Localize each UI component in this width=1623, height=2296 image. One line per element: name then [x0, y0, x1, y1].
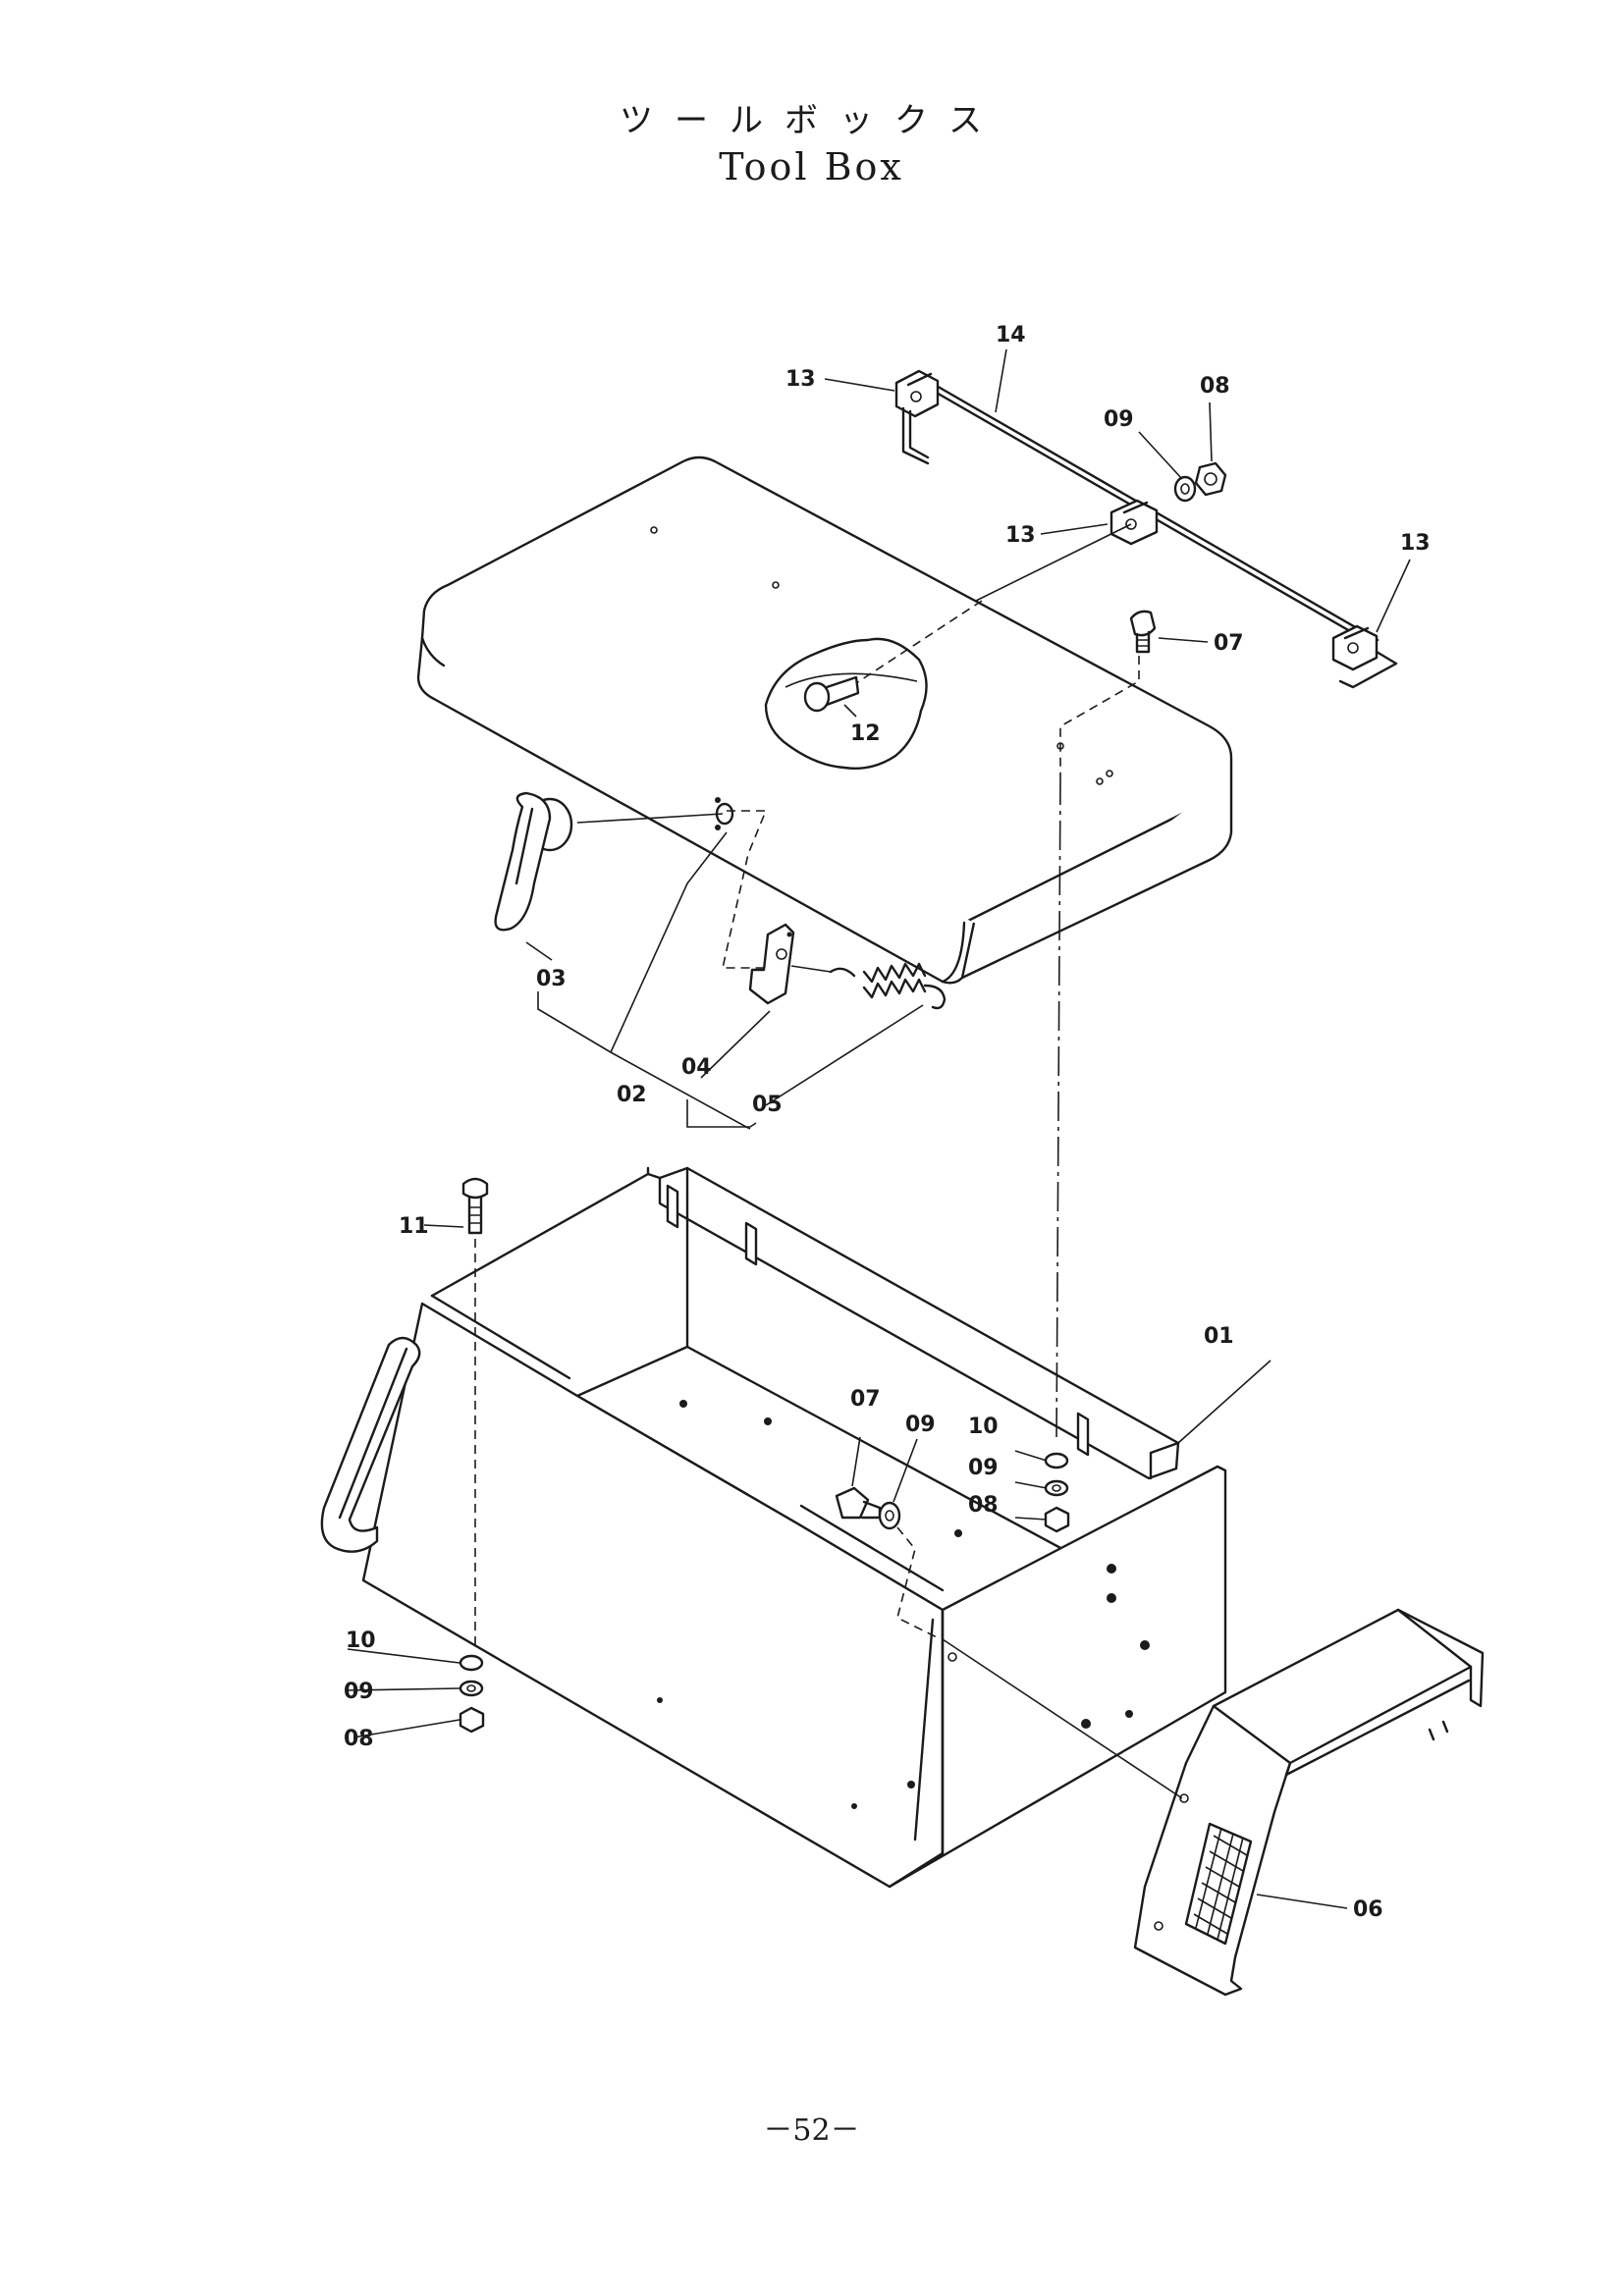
callout-09-left: 09 — [344, 1680, 374, 1704]
callout-07-box: 07 — [850, 1387, 881, 1412]
bracket-13-right — [1331, 624, 1398, 689]
callout-02: 02 — [617, 1083, 647, 1107]
leader-lines — [347, 348, 1411, 1909]
page-number: －52－ — [763, 2113, 860, 2148]
callout-06: 06 — [1353, 1897, 1383, 1922]
callout-14: 14 — [996, 323, 1026, 347]
callout-12: 12 — [850, 721, 881, 746]
callout-04: 04 — [681, 1055, 712, 1080]
callout-labels: 14 13 08 09 13 13 07 12 03 04 02 05 11 0… — [344, 323, 1431, 1922]
spring-05 — [829, 962, 947, 1010]
callout-08-left: 08 — [344, 1727, 374, 1751]
page-title-english: Tool Box — [719, 145, 904, 188]
callout-01: 01 — [1204, 1324, 1234, 1349]
bracket-13-middle — [1109, 499, 1159, 546]
cover-06 — [1133, 1608, 1485, 1997]
callout-13-middle: 13 — [1005, 523, 1036, 548]
callout-09-mid: 09 — [905, 1413, 936, 1437]
latch-plate-04 — [748, 923, 795, 1005]
fastener-stack-right — [1044, 1452, 1070, 1533]
fastener-stack-left — [459, 1654, 485, 1734]
lid-cutaway — [764, 637, 928, 770]
callout-10-right: 10 — [968, 1415, 999, 1439]
callout-11: 11 — [399, 1214, 429, 1239]
page-title-japanese: ツールボックス — [620, 101, 1003, 140]
latch-handle-03 — [494, 791, 573, 932]
bolt-11 — [461, 1177, 489, 1235]
bracket-13-top — [894, 369, 940, 465]
bolt-07-lid — [1129, 610, 1157, 654]
callout-13-top: 13 — [785, 367, 816, 392]
tool-box-lid — [416, 455, 1233, 985]
callout-10-left: 10 — [346, 1629, 376, 1653]
callout-05: 05 — [752, 1093, 783, 1117]
callout-08-rod: 08 — [1200, 374, 1230, 399]
callout-09-right: 09 — [968, 1456, 999, 1480]
lid-front-face — [416, 637, 976, 985]
tool-box-body-01 — [320, 1166, 1227, 1889]
callout-09-rod: 09 — [1104, 407, 1134, 432]
callout-08-right: 08 — [968, 1493, 999, 1518]
washer-09-box — [878, 1501, 901, 1530]
nut-08-rod — [1194, 461, 1227, 497]
callout-07-lid: 07 — [1214, 631, 1244, 656]
washer-09-rod — [1173, 475, 1197, 503]
callout-03: 03 — [536, 967, 567, 991]
callout-13-right: 13 — [1400, 531, 1431, 556]
cover-grille — [1184, 1822, 1253, 1946]
lid-side-face — [961, 775, 1233, 980]
bolt-12 — [803, 675, 860, 713]
reference-lines — [474, 523, 1183, 1799]
